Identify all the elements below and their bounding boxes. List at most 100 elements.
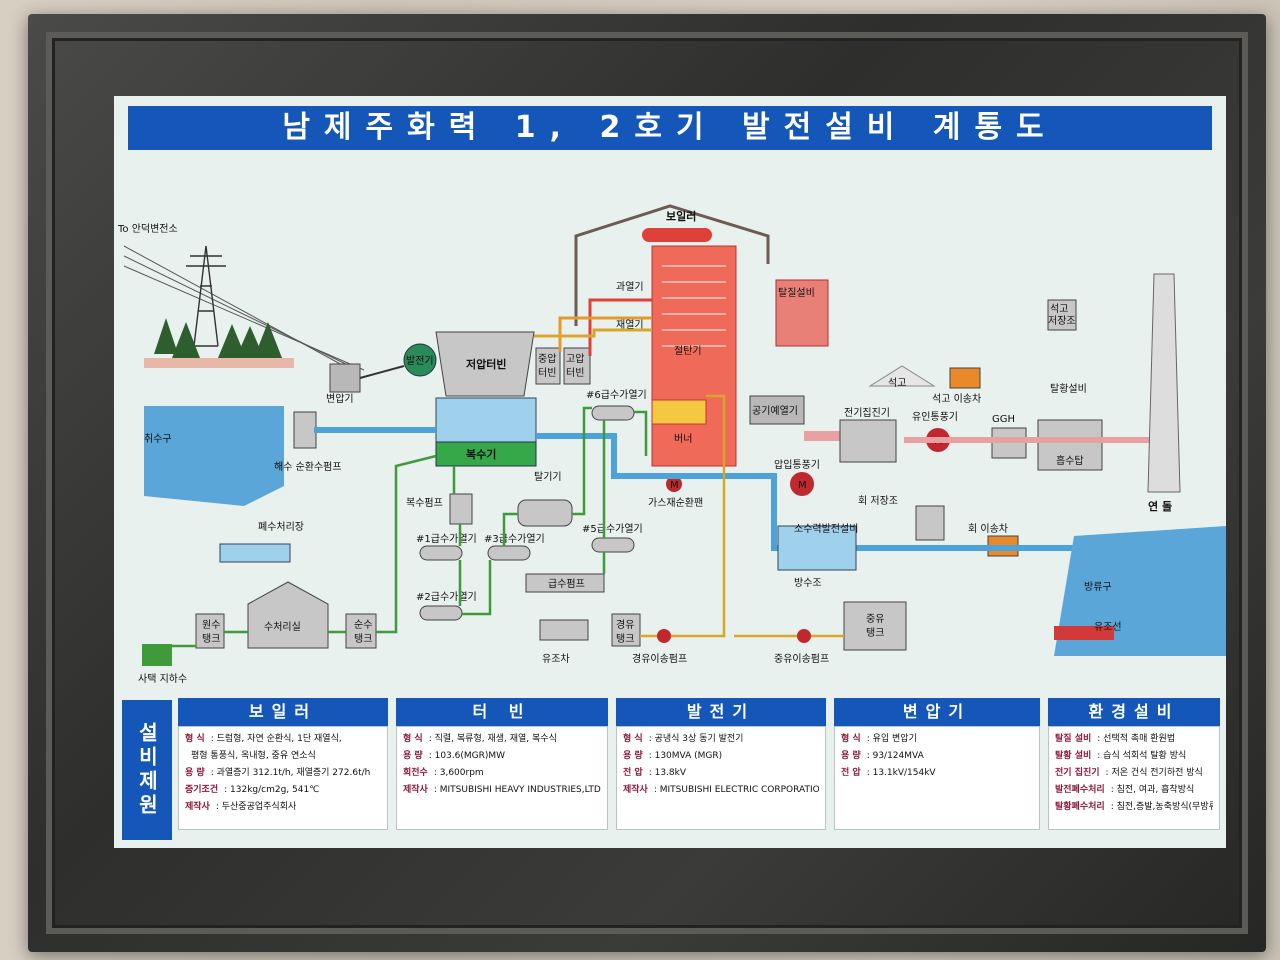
spec-value: : 3,600rpm bbox=[433, 768, 484, 778]
spec-row: 탈질 설비 : 선택적 촉매 환원법 bbox=[1055, 731, 1213, 748]
spec-turbine: 터 빈 형 식: 직렬, 복류형, 재생, 재열, 복수식 용 량: 103.6… bbox=[396, 698, 608, 840]
pylon-icon bbox=[186, 245, 226, 347]
esp bbox=[839, 419, 897, 463]
light-oil-tank bbox=[611, 613, 641, 647]
label-lp-turbine: 저압터빈 bbox=[466, 357, 506, 371]
spec-row: 제작사: 두산중공업주식회사 bbox=[185, 799, 381, 816]
spec-row: 형 식 : 직렬, 복류형, 재생, 재열, 복수식 bbox=[403, 731, 601, 748]
seawater-pump bbox=[293, 411, 317, 449]
pure-water-tank bbox=[345, 613, 377, 649]
label-desulf: 탈황설비 bbox=[1050, 382, 1087, 395]
spec-key: 전 압 bbox=[841, 768, 861, 778]
spec-value: : 침전,증발,농축방식(무방류) bbox=[1110, 802, 1213, 812]
label-ip-turbine-2: 터빈 bbox=[538, 367, 556, 379]
spec-key: 형 식 bbox=[841, 734, 861, 744]
spec-transformer: 변압기 형 식: 유입 변압기 용 량: 93/124MVA 전 압: 13.1… bbox=[834, 698, 1040, 840]
spec-key: 전 압 bbox=[623, 768, 643, 778]
spec-value: : 습식 석회석 탈황 방식 bbox=[1097, 751, 1187, 761]
label-raw-tank-2: 탱크 bbox=[202, 633, 220, 645]
spec-value: : 130MVA (MGR) bbox=[648, 751, 723, 761]
transmission-lines bbox=[123, 245, 365, 371]
spec-key: 증기조건 bbox=[185, 785, 219, 795]
spec-row: 탈황 설비 : 습식 석회석 탈황 방식 bbox=[1055, 748, 1213, 765]
ho-pump-motor-icon bbox=[797, 629, 811, 643]
spec-value: : 선택적 촉매 환원법 bbox=[1097, 734, 1176, 744]
label-condenser: 복수기 bbox=[466, 447, 496, 461]
label-ho-tank-1: 중유 bbox=[866, 613, 884, 625]
label-generator: 발전기 bbox=[406, 355, 434, 367]
spec-key: 전기 집진기 bbox=[1055, 768, 1100, 778]
spec-value: : 13.8kV bbox=[648, 768, 687, 778]
gypsum-truck-icon bbox=[949, 367, 981, 389]
transformer bbox=[329, 363, 361, 393]
label-economizer: 절탄기 bbox=[674, 344, 702, 357]
label-hydro: 소수력발전설비 bbox=[794, 523, 858, 535]
label-fwh1: #1급수가열기 bbox=[416, 533, 477, 545]
spec-generator: 발전기 형 식: 공냉식 3상 동기 발전기 용 량: 130MVA (MGR)… bbox=[616, 698, 826, 840]
spec-key: 형 식 bbox=[403, 734, 423, 744]
spec-tag: 설비제원 bbox=[122, 700, 172, 840]
gypsum-silo bbox=[1047, 299, 1077, 331]
sea-outfall-area bbox=[1054, 526, 1226, 656]
spec-row: 형 식: 유입 변압기 bbox=[841, 731, 1033, 748]
condenser bbox=[435, 397, 537, 443]
water-treatment-building bbox=[247, 581, 329, 649]
label-wastewater: 폐수처리장 bbox=[258, 521, 304, 533]
label-tanker: 유조선 bbox=[1094, 621, 1122, 633]
spec-row: 제작사: MITSUBISHI HEAVY INDUSTRIES,LTD. bbox=[403, 782, 601, 799]
fwh2 bbox=[419, 605, 463, 621]
fd-fan-motor-icon bbox=[790, 472, 814, 496]
label-hp-turbine-2: 터빈 bbox=[566, 367, 584, 379]
spec-value: : MITSUBISHI HEAVY INDUSTRIES,LTD. bbox=[433, 785, 601, 795]
label-esp: 전기집진기 bbox=[844, 407, 890, 419]
boiler-tubes bbox=[662, 265, 726, 347]
label-id-fan: 유인통풍기 bbox=[912, 411, 958, 423]
label-fwh5: #5급수가열기 bbox=[582, 523, 643, 535]
label-water-treat: 수처리실 bbox=[264, 621, 301, 633]
label-ho-tank-2: 탱크 bbox=[866, 627, 884, 639]
spec-head: 터 빈 bbox=[396, 698, 608, 726]
label-hp-turbine-1: 고압 bbox=[566, 352, 584, 365]
label-ash-truck: 회 이송차 bbox=[968, 523, 1008, 535]
label-boiler: 보일러 bbox=[666, 209, 696, 223]
spec-key: 용 량 bbox=[623, 751, 643, 761]
stack bbox=[1147, 273, 1181, 493]
spec-key: 탈황 설비 bbox=[1055, 751, 1092, 761]
label-lo-pump: 경유이송펌프 bbox=[632, 652, 687, 665]
spec-body: 탈질 설비 : 선택적 촉매 환원법 탈황 설비 : 습식 석회석 탈황 방식 전기… bbox=[1048, 726, 1220, 830]
lo-pump-motor-icon bbox=[657, 629, 671, 643]
spec-value: : 드럼형, 자연 순환식, 1단 재열식, bbox=[210, 734, 342, 744]
label-ho-pump: 중유이송펌프 bbox=[774, 653, 829, 665]
wastewater-basin bbox=[219, 543, 291, 563]
oil-truck-icon bbox=[539, 619, 589, 641]
spec-key: 탈황폐수처리 bbox=[1055, 802, 1105, 812]
condensate-pump bbox=[449, 493, 473, 525]
label-gypsum-silo-2: 저장조 bbox=[1048, 315, 1076, 327]
label-ip-turbine-1: 중압 bbox=[538, 352, 556, 365]
spec-key: 탈질 설비 bbox=[1055, 734, 1092, 744]
spec-value: : 저온 건식 전기하전 방식 bbox=[1105, 768, 1203, 778]
label-bfp: 급수펌프 bbox=[548, 578, 585, 590]
label-burner: 버너 bbox=[674, 433, 692, 445]
spec-value: : 직렬, 복류형, 재생, 재열, 복수식 bbox=[428, 734, 557, 744]
condenser-hotwell bbox=[435, 441, 537, 467]
spec-row: 발전폐수처리: 침전, 여과, 흡착방식 bbox=[1055, 782, 1213, 799]
label-ash-silo: 회 저장조 bbox=[858, 495, 898, 507]
label-pure-tank-1: 순수 bbox=[354, 619, 372, 631]
deaerator bbox=[517, 499, 573, 527]
spec-boiler: 보일러 형 식: 드럼형, 자연 순환식, 1단 재열식, 평형 통풍식, 옥내… bbox=[178, 698, 388, 840]
fwh6 bbox=[591, 405, 635, 421]
page-title: 남제주화력 1, 2호기 발전설비 계통도 bbox=[128, 106, 1212, 150]
scr-unit bbox=[775, 279, 829, 347]
spec-environment: 환경설비 탈질 설비: 선택적 촉매 환원법 탈황 설비: 습식 석회석 탈황 … bbox=[1048, 698, 1220, 840]
lp-turbine bbox=[435, 331, 535, 397]
label-discharge-tank: 방수조 bbox=[794, 577, 822, 589]
spec-value: : 13.1kV/154kV bbox=[866, 768, 936, 778]
label-well: 사택 지하수 bbox=[138, 672, 187, 685]
spec-value: : 침전, 여과, 흡착방식 bbox=[1110, 785, 1195, 795]
spec-key: 회전수 bbox=[403, 768, 428, 778]
boiler-house bbox=[574, 204, 770, 326]
spec-body: 형 식: 유입 변압기 용 량: 93/124MVA 전 압: 13.1kV/1… bbox=[834, 726, 1040, 830]
label-air-heater: 공기예열기 bbox=[752, 405, 798, 417]
feedwater-lines bbox=[394, 406, 648, 616]
